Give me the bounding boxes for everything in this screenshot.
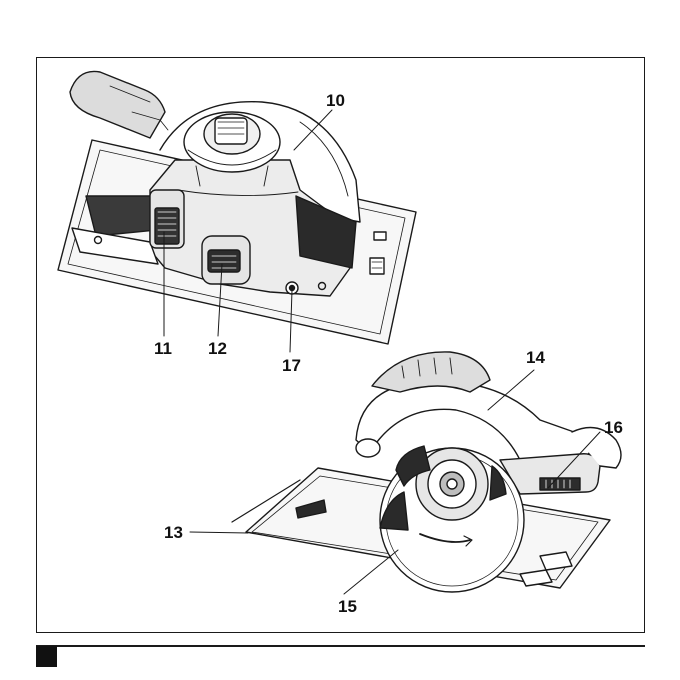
- callout-10: 10: [326, 91, 345, 110]
- callout-13: 13: [164, 523, 183, 542]
- footer-rule: [36, 645, 645, 647]
- callout-15: 15: [338, 597, 357, 616]
- page-marker-square: [36, 646, 57, 667]
- callout-14: 14: [526, 348, 545, 367]
- callout-17: 17: [282, 356, 301, 375]
- callout-11: 11: [154, 339, 172, 358]
- callout-16: 16: [604, 418, 623, 437]
- top-view-saw: [58, 71, 416, 344]
- callout-12: 12: [208, 339, 227, 358]
- top-view-rear-handle: [70, 71, 165, 138]
